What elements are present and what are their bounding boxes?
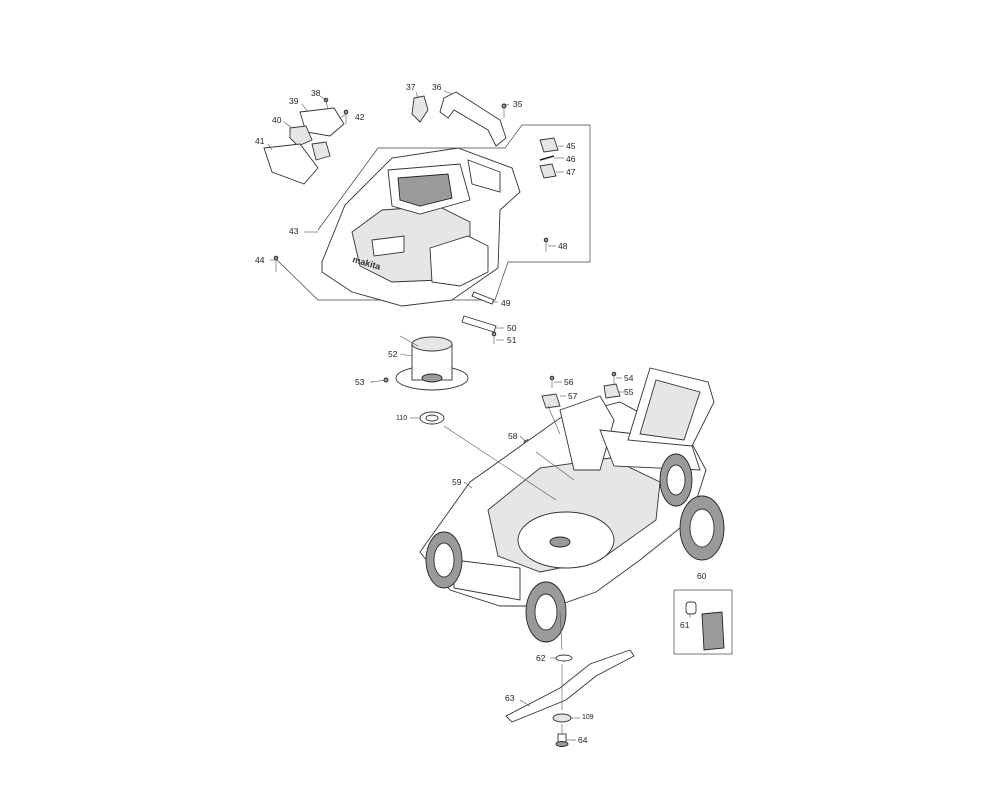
wheel-rear-right: [679, 495, 725, 561]
callout-56: 56: [564, 377, 574, 387]
part-52-motor: [395, 335, 469, 391]
callout-55: 55: [624, 387, 634, 397]
wheel-front-right: [525, 581, 567, 643]
callout-38: 38: [311, 88, 321, 98]
callout-52: 52: [388, 349, 398, 359]
part-48-screw: [543, 237, 549, 252]
callout-46: 46: [566, 154, 576, 164]
wheel-front-left: [425, 531, 463, 589]
callout-61: 61: [680, 620, 690, 630]
part-40-button: [289, 125, 313, 147]
callout-58: 58: [508, 431, 518, 441]
part-42-screw: [343, 109, 349, 124]
callout-51: 51: [507, 335, 517, 345]
callout-60: 60: [697, 571, 707, 581]
part-54-screw: [611, 371, 617, 384]
callout-39: 39: [289, 96, 299, 106]
callout-36: 36: [432, 82, 442, 92]
part-36-handle: [439, 91, 507, 147]
callout-45: 45: [566, 141, 576, 151]
part-110-ring: [419, 411, 445, 425]
part-61-filter: [685, 601, 725, 651]
part-57-clip: [541, 393, 561, 409]
callout-109: 109: [582, 714, 594, 721]
callout-41: 41: [255, 136, 265, 146]
callout-35: 35: [513, 99, 523, 109]
callout-48: 48: [558, 241, 568, 251]
mower-deck: [419, 367, 725, 643]
part-40b-button: [311, 141, 331, 161]
part-64-bolt: [555, 733, 569, 747]
part-62-washer: [555, 654, 573, 662]
callout-57: 57: [568, 391, 578, 401]
part-41-latch-base: [263, 143, 319, 185]
callout-43: 43: [289, 226, 299, 236]
part-35-screw: [501, 103, 507, 118]
part-56-screw: [549, 375, 555, 388]
part-50-shaft: [461, 315, 497, 333]
callout-53: 53: [355, 377, 365, 387]
part-38-screw: [323, 97, 329, 111]
part-43-cover: makita: [321, 147, 521, 307]
callout-44: 44: [255, 255, 265, 265]
callout-40: 40: [272, 115, 282, 125]
part-109-washer: [552, 713, 572, 723]
callout-54: 54: [624, 373, 634, 383]
part-51-screw: [491, 331, 497, 344]
part-53-screw: [371, 377, 389, 383]
part-60-box: [673, 589, 733, 655]
callout-37: 37: [406, 82, 416, 92]
leader-lines: [267, 90, 691, 741]
part-45-clip: [539, 137, 559, 153]
callout-62: 62: [536, 653, 546, 663]
callout-49: 49: [501, 298, 511, 308]
callout-64: 64: [578, 735, 588, 745]
part-47-clip: [539, 163, 557, 179]
part-37-knob: [411, 95, 429, 123]
part-49-rod: [471, 291, 495, 305]
part-46-pin: [539, 155, 555, 161]
part-55-clip: [603, 383, 621, 399]
callout-63: 63: [505, 693, 515, 703]
callout-47: 47: [566, 167, 576, 177]
callout-110: 110: [396, 415, 408, 422]
callout-59: 59: [452, 477, 462, 487]
part-44-screw: [273, 255, 279, 272]
callout-50: 50: [507, 323, 517, 333]
part-63-blade: [505, 649, 635, 723]
wheel-rear-left: [659, 453, 693, 507]
callout-42: 42: [355, 112, 365, 122]
